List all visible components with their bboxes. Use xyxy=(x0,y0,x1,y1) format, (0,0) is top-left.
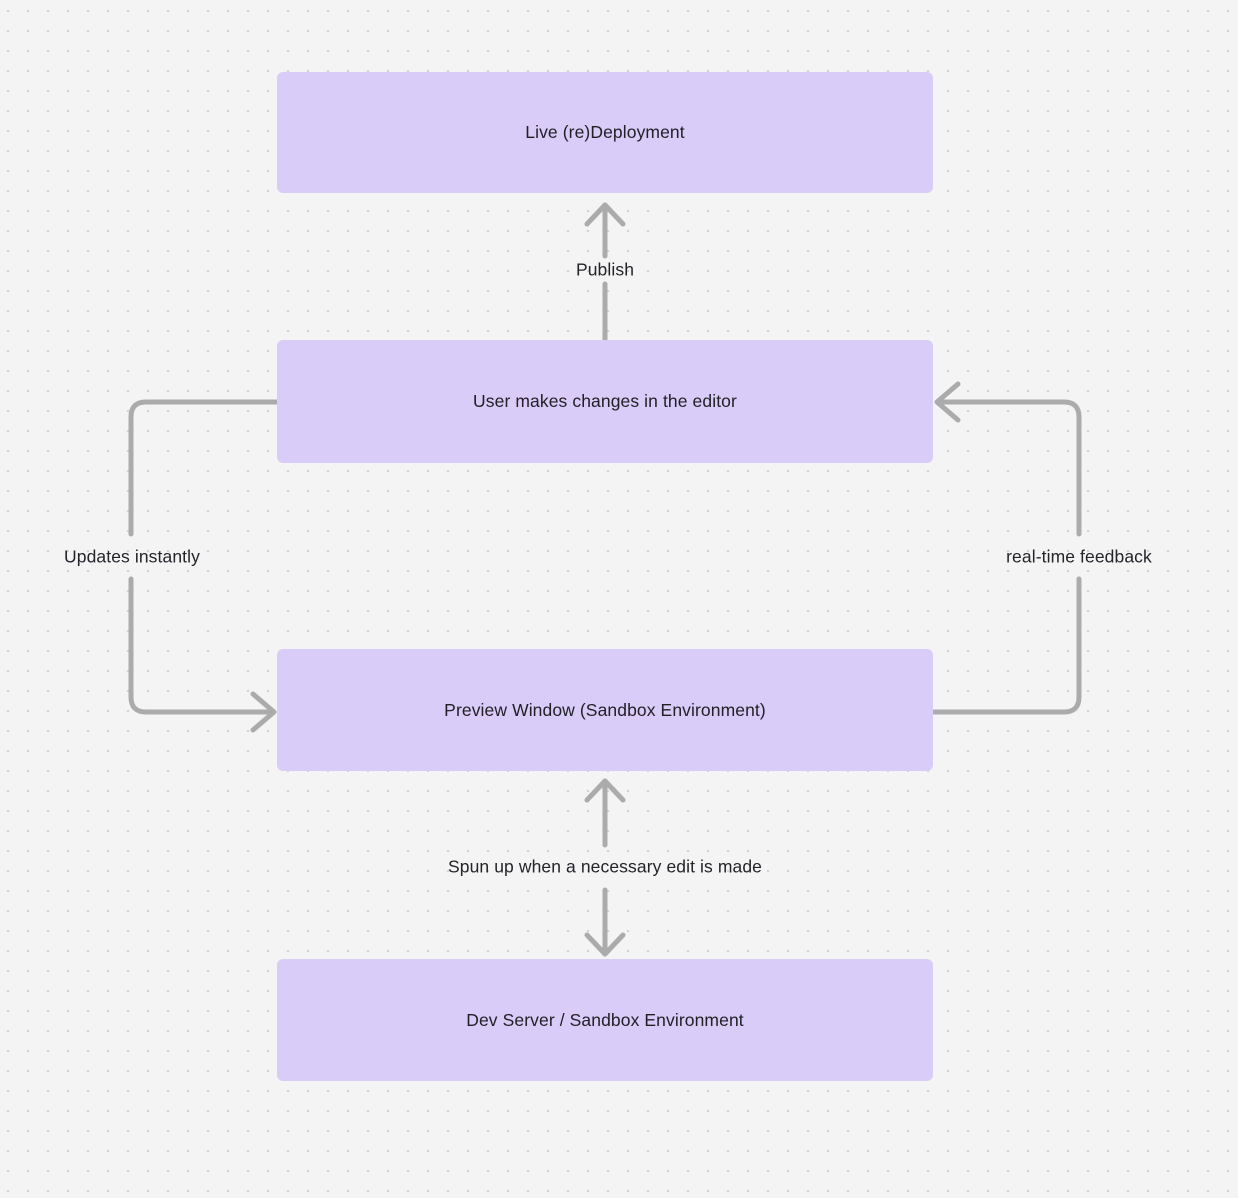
node-live-deployment-label: Live (re)Deployment xyxy=(525,122,685,143)
edge-updates-instantly-arrowhead-icon xyxy=(250,691,277,733)
edge-spun-up-arrowhead-down-icon xyxy=(584,932,626,957)
edge-updates-instantly-line-upper xyxy=(128,399,280,537)
edge-spun-up-arrowhead-up-icon xyxy=(584,778,626,803)
node-preview-window[interactable]: Preview Window (Sandbox Environment) xyxy=(277,649,933,771)
edge-real-time-feedback-arrowhead-icon xyxy=(934,381,961,423)
node-user-edits[interactable]: User makes changes in the editor xyxy=(277,340,933,463)
node-user-edits-label: User makes changes in the editor xyxy=(473,391,737,412)
edge-real-time-feedback-line-upper xyxy=(937,399,1082,537)
edge-label-updates-instantly: Updates instantly xyxy=(64,546,200,567)
edge-real-time-feedback-line-lower xyxy=(930,576,1082,715)
edge-label-spun-up: Spun up when a necessary edit is made xyxy=(447,856,763,877)
node-live-deployment[interactable]: Live (re)Deployment xyxy=(277,72,933,193)
node-dev-server-label: Dev Server / Sandbox Environment xyxy=(466,1009,744,1030)
edge-label-real-time-feedback: real-time feedback xyxy=(1006,546,1152,567)
edge-publish-arrowhead-icon xyxy=(584,202,626,227)
edge-label-publish: Publish xyxy=(575,259,635,280)
node-preview-window-label: Preview Window (Sandbox Environment) xyxy=(444,699,766,720)
edge-updates-instantly-line-lower xyxy=(128,576,275,715)
node-dev-server[interactable]: Dev Server / Sandbox Environment xyxy=(277,959,933,1081)
